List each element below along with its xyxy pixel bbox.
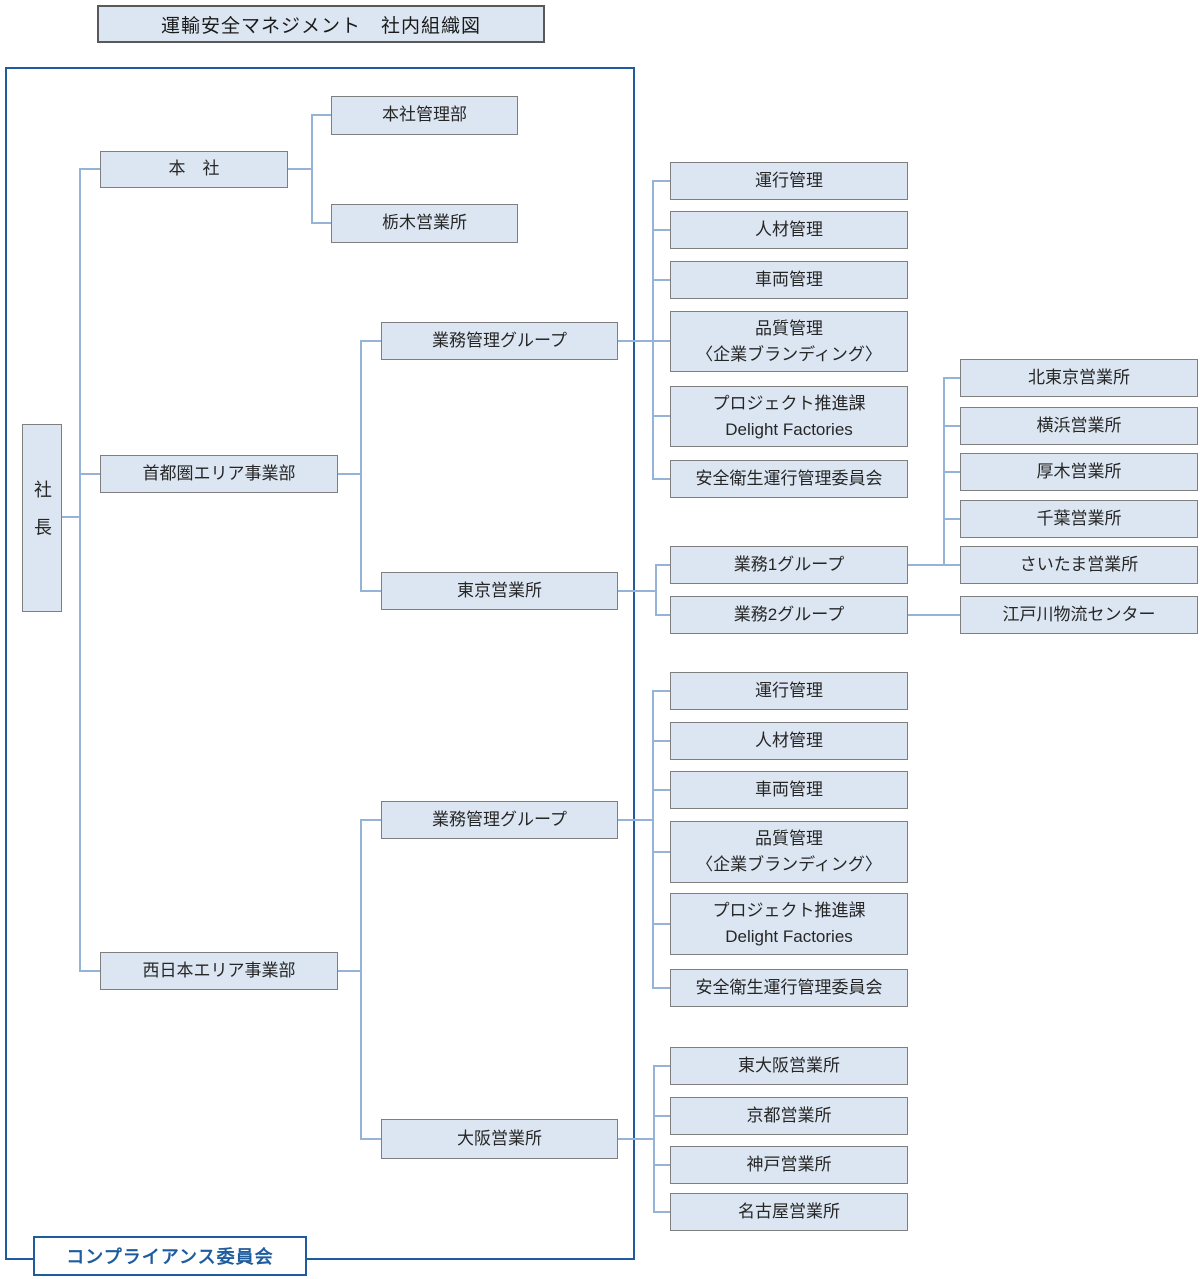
- node-chiba-office: 千葉営業所: [960, 500, 1198, 538]
- connector-trunk: [652, 690, 654, 989]
- node-west-unit-hr: 人材管理: [670, 722, 908, 760]
- node-metro-unit-quality: 品質管理 〈企業ブランディング〉: [670, 311, 908, 372]
- node-metro-unit-project: プロジェクト推進課 Delight Factories: [670, 386, 908, 447]
- connector-line: [360, 1138, 381, 1140]
- node-compliance-committee: コンプライアンス委員会: [33, 1236, 307, 1276]
- connector-line: [360, 340, 381, 342]
- connector-trunk: [652, 180, 654, 480]
- node-west-unit-quality: 品質管理 〈企業ブランディング〉: [670, 821, 908, 883]
- connector-line: [652, 789, 670, 791]
- node-biz-group-1: 業務1グループ: [670, 546, 908, 584]
- connector-line: [652, 851, 670, 853]
- connector-line: [79, 473, 100, 475]
- connector-line: [652, 740, 670, 742]
- connector-line: [311, 222, 331, 224]
- connector-line: [652, 923, 670, 925]
- node-west-biz-mgmt-group: 業務管理グループ: [381, 801, 618, 839]
- compliance-frame: [5, 67, 635, 1260]
- connector-line: [618, 590, 655, 592]
- connector-line: [652, 180, 670, 182]
- node-saitama-office: さいたま営業所: [960, 546, 1198, 584]
- connector-trunk: [653, 1065, 655, 1213]
- node-kobe-office: 神戸営業所: [670, 1146, 908, 1184]
- connector-line: [652, 415, 670, 417]
- connector-line: [618, 340, 670, 342]
- connector-line: [338, 473, 360, 475]
- connector-trunk: [311, 114, 313, 224]
- connector-line: [62, 516, 79, 518]
- connector-line: [652, 987, 670, 989]
- connector-line: [653, 1065, 670, 1067]
- node-tochigi-office: 栃木営業所: [331, 204, 518, 243]
- connector-line: [652, 279, 670, 281]
- chart-title: 運輸安全マネジメント 社内組織図: [97, 5, 545, 43]
- connector-line: [655, 614, 670, 616]
- connector-line: [653, 1164, 670, 1166]
- connector-line: [360, 819, 381, 821]
- connector-line: [653, 1211, 670, 1213]
- connector-line: [79, 970, 100, 972]
- connector-line: [653, 1115, 670, 1117]
- connector-line: [943, 518, 960, 520]
- connector-line: [908, 614, 960, 616]
- connector-line: [338, 970, 360, 972]
- node-metro-unit-safety-committee: 安全衛生運行管理委員会: [670, 460, 908, 498]
- connector-line: [943, 425, 960, 427]
- node-edogawa-logistics-center: 江戸川物流センター: [960, 596, 1198, 634]
- connector-line: [79, 168, 100, 170]
- connector-line: [943, 377, 960, 379]
- node-biz-group-2: 業務2グループ: [670, 596, 908, 634]
- node-president: 社長: [22, 424, 62, 612]
- node-higashi-osaka-office: 東大阪営業所: [670, 1047, 908, 1085]
- node-nagoya-office: 名古屋営業所: [670, 1193, 908, 1231]
- connector-trunk: [360, 819, 362, 1140]
- connector-trunk: [655, 564, 657, 616]
- node-tokyo-office: 東京営業所: [381, 572, 618, 610]
- node-west-unit-operation: 運行管理: [670, 672, 908, 710]
- node-yokohama-office: 横浜営業所: [960, 407, 1198, 445]
- node-hq-admin-dept: 本社管理部: [331, 96, 518, 135]
- node-metro-division: 首都圏エリア事業部: [100, 455, 338, 493]
- node-metro-unit-vehicle: 車両管理: [670, 261, 908, 299]
- node-head-office: 本 社: [100, 151, 288, 188]
- connector-line: [655, 564, 670, 566]
- node-metro-biz-mgmt-group: 業務管理グループ: [381, 322, 618, 360]
- node-west-japan-division: 西日本エリア事業部: [100, 952, 338, 990]
- node-west-unit-project: プロジェクト推進課 Delight Factories: [670, 893, 908, 955]
- node-metro-unit-hr: 人材管理: [670, 211, 908, 249]
- connector-line: [618, 819, 652, 821]
- connector-line: [652, 690, 670, 692]
- connector-line: [943, 471, 960, 473]
- connector-trunk: [79, 168, 81, 972]
- connector-line: [652, 229, 670, 231]
- connector-line: [360, 590, 381, 592]
- node-atsugi-office: 厚木営業所: [960, 453, 1198, 491]
- connector-line: [288, 168, 311, 170]
- connector-line: [652, 478, 670, 480]
- connector-line: [618, 1138, 653, 1140]
- connector-trunk: [360, 340, 362, 592]
- node-west-unit-safety-committee: 安全衛生運行管理委員会: [670, 969, 908, 1007]
- node-metro-unit-operation: 運行管理: [670, 162, 908, 200]
- connector-line: [908, 564, 960, 566]
- node-kyoto-office: 京都営業所: [670, 1097, 908, 1135]
- node-osaka-office: 大阪営業所: [381, 1119, 618, 1159]
- node-west-unit-vehicle: 車両管理: [670, 771, 908, 809]
- node-kita-tokyo-office: 北東京営業所: [960, 359, 1198, 397]
- connector-line: [311, 114, 331, 116]
